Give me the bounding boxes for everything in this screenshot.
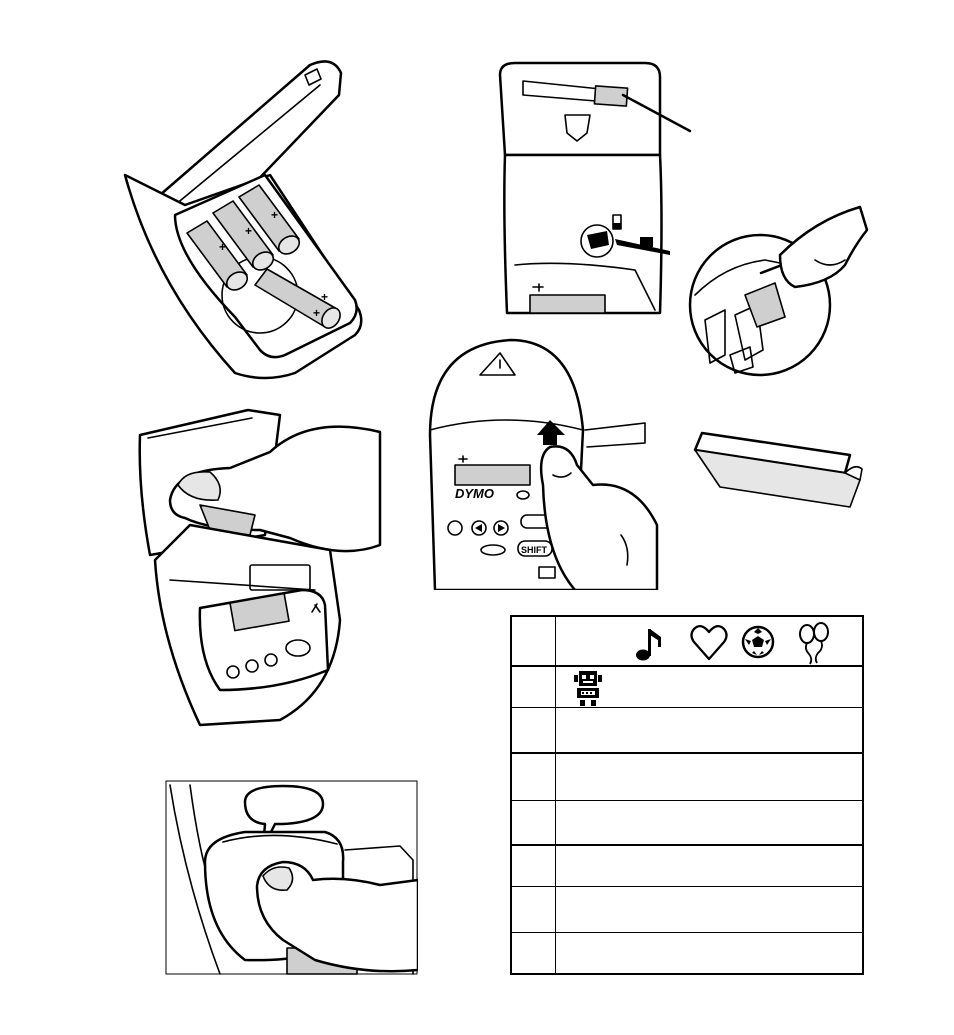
battery-plus-mark: +: [321, 290, 328, 304]
cassette-click-press-illustration: [165, 780, 418, 975]
front-panel-tape-insert-illustration: DYMO SHIFT: [425, 335, 675, 590]
thumb-press-cover-illustration: [130, 390, 385, 730]
symbol-table-key-column: [512, 617, 556, 973]
battery-plus-mark: +: [219, 240, 226, 254]
soccer-ball-icon: [740, 617, 776, 667]
symbol-table-row: [512, 665, 862, 709]
battery-plus-mark: +: [271, 208, 278, 222]
heart-icon: [688, 617, 730, 667]
tape-cassette-compartment-illustration: [495, 55, 870, 380]
symbol-table-row: [512, 886, 862, 933]
robot-icon: [570, 667, 606, 709]
symbol-table-row: [512, 707, 862, 753]
symbol-table: [510, 615, 864, 975]
symbol-table-row: [512, 800, 862, 845]
dymo-brand-logo: DYMO: [455, 486, 494, 501]
symbol-table-row: [512, 752, 862, 802]
symbol-table-row: [512, 932, 862, 976]
battery-compartment-illustration: + + + + +: [115, 55, 370, 385]
music-note-icon: [632, 617, 666, 667]
battery-plus-mark: +: [313, 306, 320, 320]
label-backing-peel-illustration: [690, 425, 865, 525]
symbol-table-row: [512, 844, 862, 888]
symbol-table-row: [512, 617, 862, 665]
battery-plus-mark: +: [245, 224, 252, 238]
shift-key-label: SHIFT: [521, 545, 548, 555]
balloons-icon: [794, 617, 834, 667]
